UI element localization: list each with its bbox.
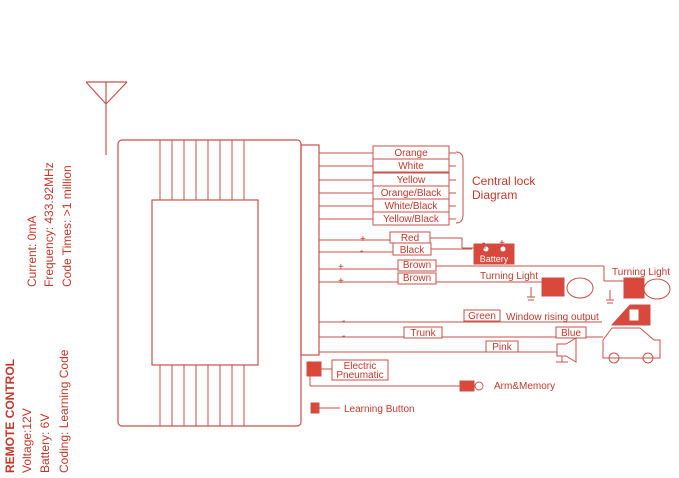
wire-brown-2: Brown (403, 273, 431, 284)
battery-plus: + (499, 238, 505, 249)
green-polarity: - (342, 316, 345, 327)
battery-label: Battery (480, 254, 509, 264)
wire-brown-1: Brown (403, 260, 431, 271)
led-wire (309, 376, 484, 392)
wire-yellow-black: Yellow/Black (383, 214, 440, 225)
remote-voltage: Voltage:12V (20, 408, 34, 473)
turning-light-label-1: Turning Light (480, 271, 538, 282)
learning-button-label: Learning Button (344, 404, 415, 415)
wire-yellow: Yellow (397, 175, 426, 186)
wire-trunk: Trunk (410, 328, 436, 339)
wire-white: White (398, 161, 424, 172)
wire-pink: Pink (492, 342, 512, 353)
wire-white-black: White/Black (385, 201, 439, 212)
wire-orange-black: Orange/Black (381, 188, 443, 199)
trunk-polarity: - (342, 331, 345, 342)
trunk-wire (319, 326, 661, 364)
black-polarity: - (360, 246, 363, 257)
wire-orange: Orange (394, 148, 428, 159)
spec-current: Current: 0mA (25, 216, 39, 287)
brown2-polarity: + (338, 276, 344, 287)
battery-minus: - (482, 238, 485, 249)
brown1-polarity: + (338, 262, 344, 273)
remote-title: REMOTE CONTROL (3, 359, 17, 473)
turning-light-label-2: Turning Light (612, 267, 670, 278)
arm-memory-label: Arm&Memory (494, 381, 555, 392)
wire-black: Black (400, 245, 425, 256)
electric-label: Electric (344, 361, 377, 372)
pneumatic-label: Pneumatic (336, 370, 383, 381)
spec-code-times: Code Times: >1 million (60, 165, 74, 287)
learning-button-icon (310, 402, 340, 414)
lock-type-switch (306, 359, 389, 381)
wire-red: Red (401, 233, 419, 244)
window-output-label: Window rising output (506, 312, 599, 323)
power-wires (319, 231, 515, 265)
wire-blue: Blue (561, 328, 581, 339)
spec-frequency: Frequency: 433.92MHz (42, 162, 56, 287)
remote-battery: Battery: 6V (38, 414, 52, 473)
central-lock-subtitle: Diagram (472, 188, 517, 202)
control-unit (117, 139, 320, 427)
antenna-icon (85, 81, 128, 155)
central-lock-wires (319, 145, 464, 226)
wire-green: Green (468, 311, 496, 322)
central-lock-title: Central lock (472, 174, 536, 188)
remote-coding: Coding: Learning Code (57, 349, 71, 473)
window-wire (319, 304, 651, 326)
turning-light-wires (319, 259, 671, 304)
siren-wire (319, 337, 577, 363)
red-polarity: + (360, 234, 366, 245)
